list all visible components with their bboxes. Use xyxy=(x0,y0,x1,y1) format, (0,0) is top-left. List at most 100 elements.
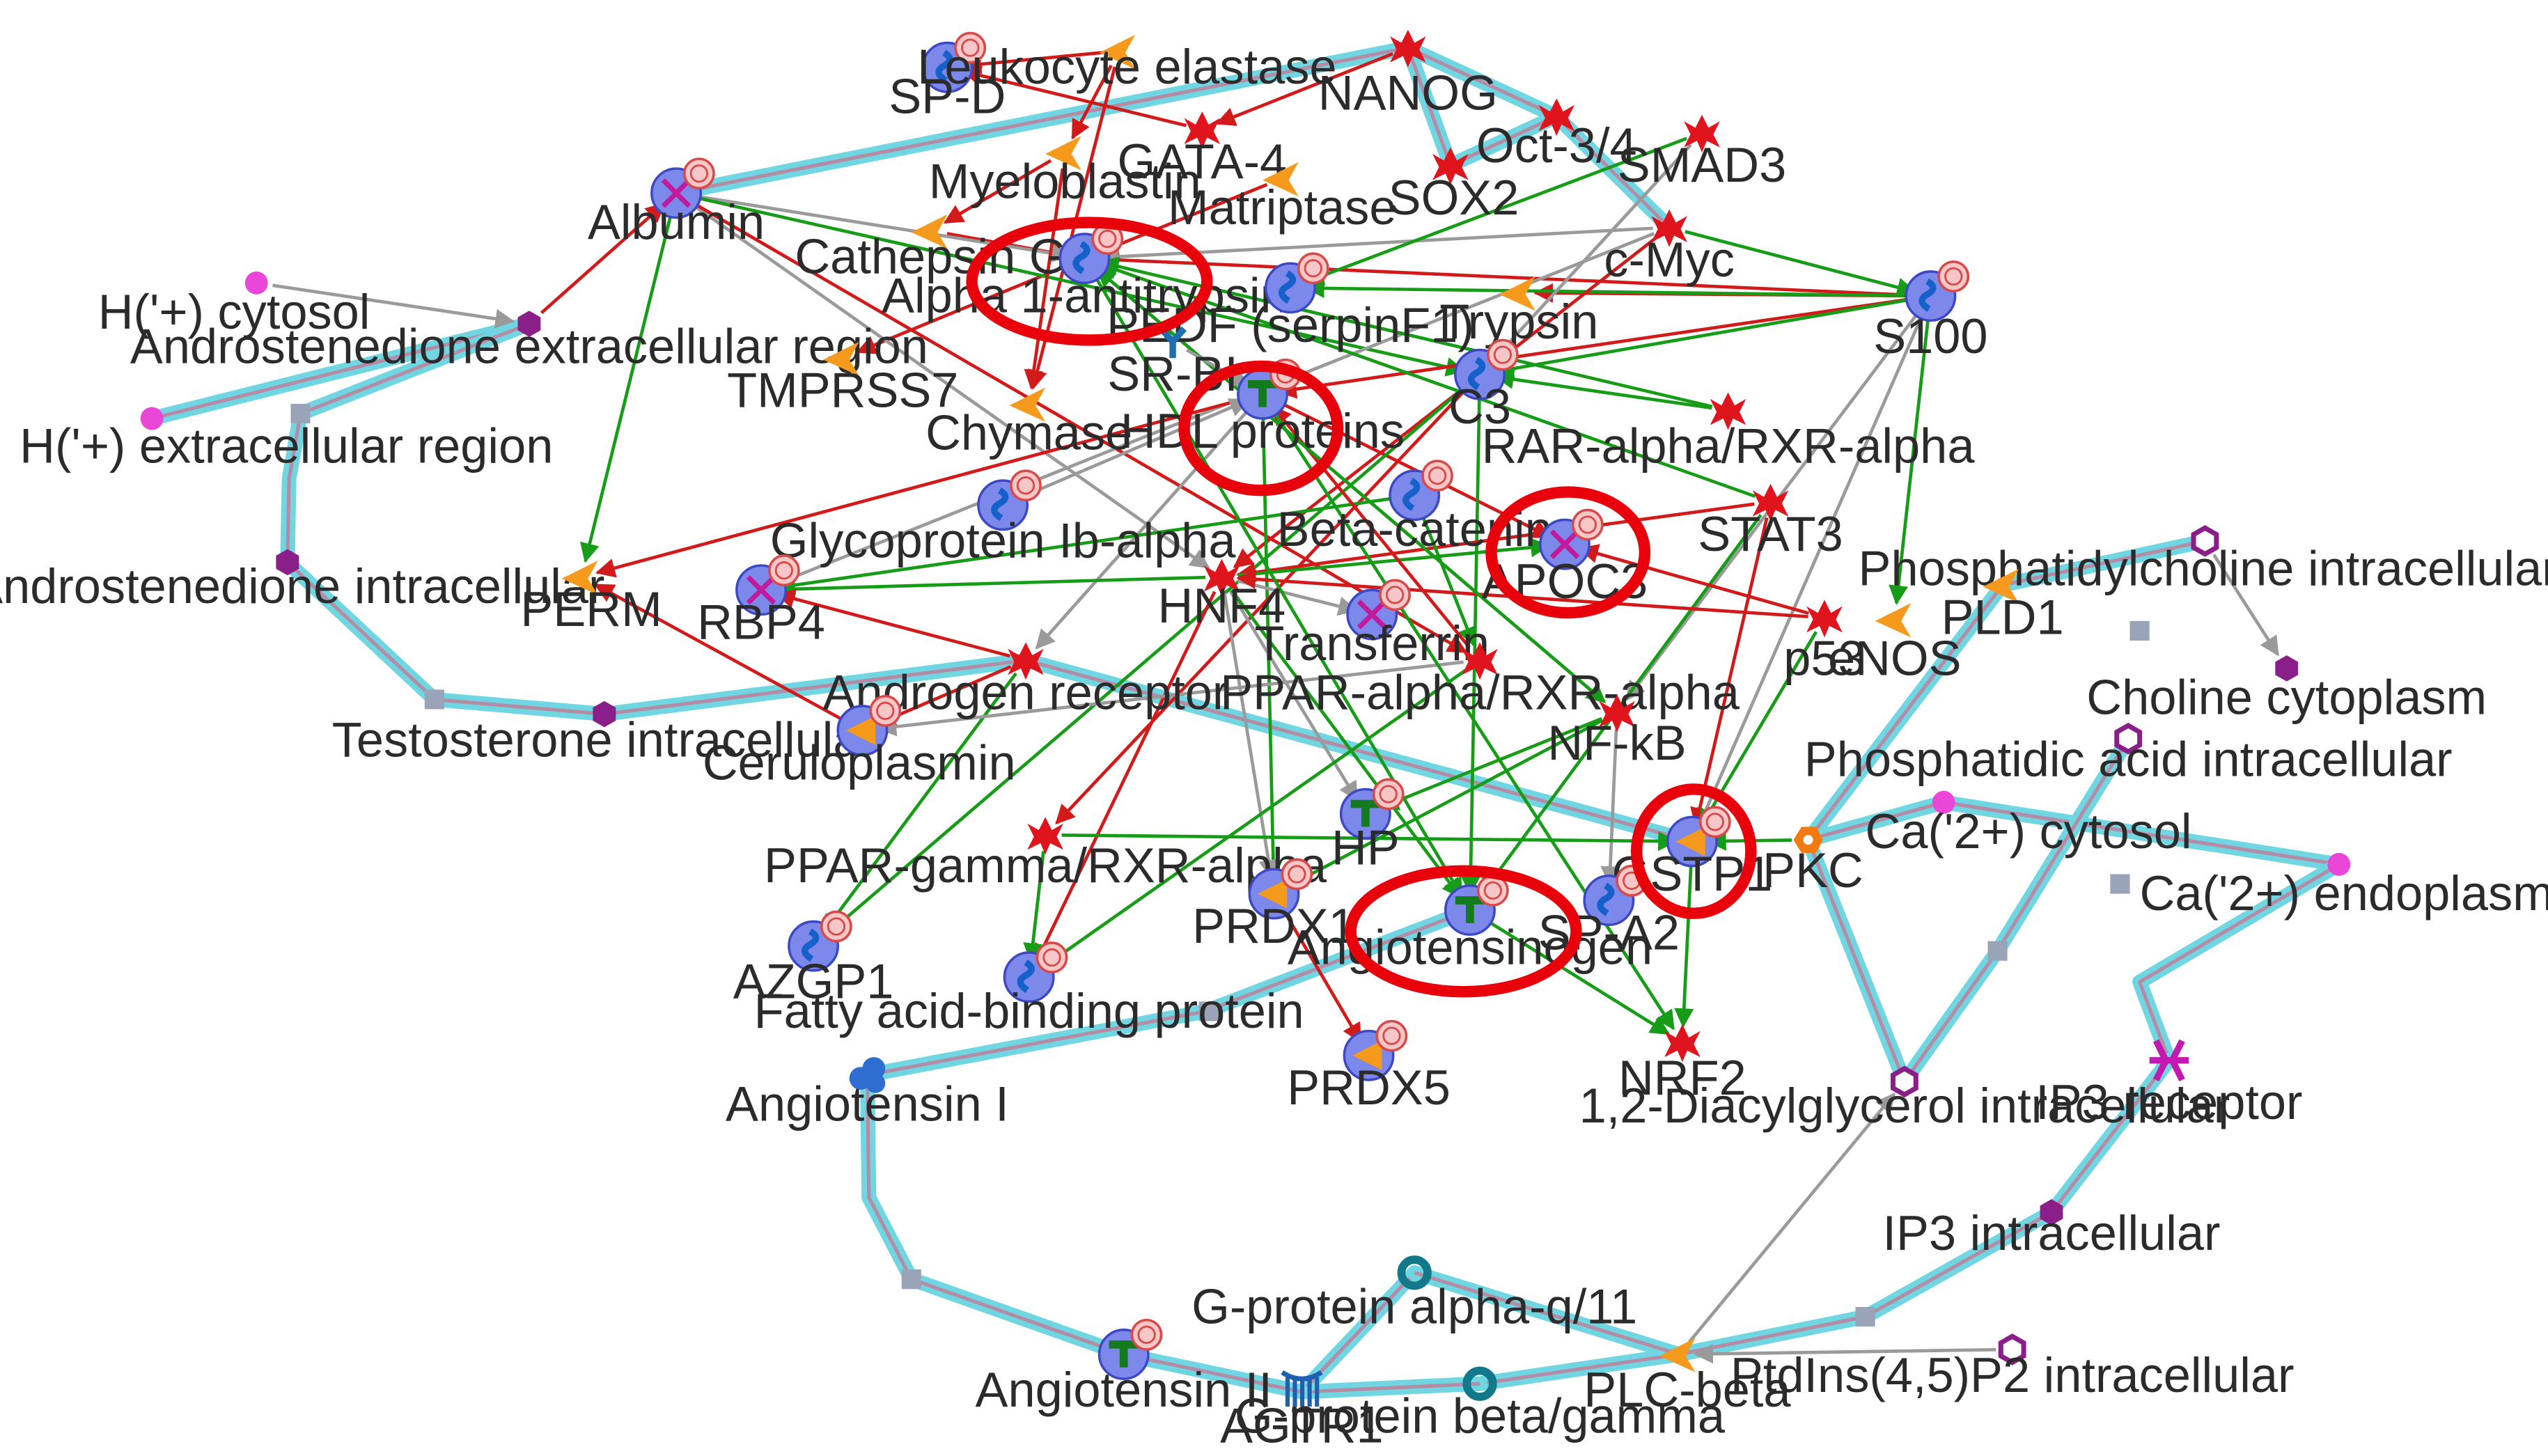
red-edge-s100-hdl xyxy=(1276,297,1915,399)
node-oct[interactable]: Oct-3/4 xyxy=(1476,98,1637,173)
node-agtr1[interactable]: AGTR1 xyxy=(1220,1370,1384,1453)
node-caer[interactable]: Ca('2+) endoplasmic reticulum lumen xyxy=(2140,852,2548,921)
node-nfkb[interactable]: NF-kB xyxy=(1547,694,1687,770)
node-c3[interactable]: C3 xyxy=(1448,338,1519,434)
node-testo[interactable]: Testosterone intracellular xyxy=(332,700,877,767)
node-label-plcb: PLC-beta xyxy=(1584,1362,1791,1417)
node-label-pparrxr: PPAR-alpha/RXR-alpha xyxy=(1220,665,1740,720)
node-cacyt[interactable]: Ca('2+) cytosol xyxy=(1866,790,2192,859)
metabolite-icon xyxy=(517,311,541,337)
marker-badge-ring xyxy=(1379,785,1398,804)
pathway-core-oct-cmyc xyxy=(1555,115,1671,229)
node-chymase[interactable]: Chymase xyxy=(925,387,1132,460)
node-pedf[interactable]: PEDF (serpinF1) xyxy=(1107,252,1474,352)
node-rarrxr[interactable]: RAR-alpha/RXR-alpha xyxy=(1482,392,1976,473)
node-andex[interactable]: Androstenedione extracellular region xyxy=(130,311,928,373)
node-transferrin[interactable]: Transferrin xyxy=(1254,579,1490,671)
node-spd[interactable]: SP-D xyxy=(889,31,1006,123)
node-hnf4[interactable]: HNF4 xyxy=(1158,558,1286,633)
red-edge-c3-pparg xyxy=(1055,385,1470,825)
node-andin[interactable]: Androstenedione intracellular xyxy=(0,549,604,613)
pathway-core-gbg-agtr1 xyxy=(1302,1381,1480,1394)
node-cmyc[interactable]: c-Myc xyxy=(1604,209,1735,287)
generic-binding-icon xyxy=(1350,799,1380,827)
node-label-enos: eNOS xyxy=(1828,630,1962,685)
node-myelo[interactable]: Myeloblastin xyxy=(929,136,1201,208)
metabolite-icon xyxy=(2275,655,2299,682)
node-prdx5[interactable]: PRDX5 xyxy=(1287,1019,1451,1116)
node-gbg[interactable]: G-protein beta/gamma xyxy=(1235,1366,1726,1443)
node-stat3[interactable]: STAT3 xyxy=(1698,483,1843,561)
node-apoc3[interactable]: APOC3 xyxy=(1482,508,1648,609)
node-hcyt[interactable]: H('+) cytosol xyxy=(98,271,370,339)
node-hp[interactable]: HP xyxy=(1331,778,1405,875)
enzyme-icon xyxy=(845,715,876,746)
node-p53[interactable]: p53 xyxy=(1783,600,1866,685)
node-choline[interactable]: Choline cytoplasm xyxy=(2086,655,2487,725)
node-ip3[interactable]: IP3 intracellular xyxy=(1882,1199,2220,1260)
node-matri[interactable]: Matriptase xyxy=(1168,162,1396,235)
ion-icon xyxy=(244,271,268,295)
cross-icon xyxy=(746,575,776,605)
node-trypsin[interactable]: Trypsin xyxy=(1439,276,1598,349)
node-angi[interactable]: Angiotensin I xyxy=(726,1057,1009,1132)
green-edge-pparrxr-fabp xyxy=(1040,668,1468,969)
node-pip2[interactable]: PtdIns(4,5)P2 intracellular xyxy=(1730,1333,2295,1402)
node-s100[interactable]: S100 xyxy=(1873,260,1988,363)
node-rbp4[interactable]: RBP4 xyxy=(697,554,825,650)
green-edge-cmyc-s100 xyxy=(1685,230,1917,297)
marker-badge-ring xyxy=(1304,259,1322,278)
node-dag[interactable]: 1,2-Diacylglycerol intracellular xyxy=(1579,1065,2230,1133)
node-albumin[interactable]: Albumin xyxy=(588,157,765,249)
node-enos[interactable]: eNOS xyxy=(1828,603,1962,685)
red-edge-ar-rbp4 xyxy=(774,589,1010,658)
gpcr-segment xyxy=(1285,1377,1290,1407)
cross-icon xyxy=(1549,529,1580,559)
marker-badge-ring xyxy=(1288,865,1306,884)
node-fabp[interactable]: Fatty acid-binding protein xyxy=(754,941,1304,1038)
node-angii[interactable]: Angiotensin II xyxy=(976,1318,1272,1417)
node-tmprss7[interactable]: TMPRSS7 xyxy=(727,341,958,418)
gpcr-segment xyxy=(1307,1377,1312,1407)
node-ip3r[interactable]: IP3 receptor xyxy=(2035,1039,2302,1130)
node-glyco[interactable]: Glycoprotein Ib-alpha xyxy=(770,469,1237,567)
node-perm[interactable]: PERM xyxy=(520,561,662,636)
node-pkc[interactable]: PKC xyxy=(1763,827,1863,898)
node-pparg[interactable]: PPAR-gamma/RXR-alpha xyxy=(764,817,1327,893)
node-sox2[interactable]: SOX2 xyxy=(1389,147,1519,225)
node-pc[interactable]: Phosphatidylcholine intracellular xyxy=(1859,525,2548,595)
node-hext[interactable]: H('+) extracellular region xyxy=(19,407,553,473)
gpcr-segment xyxy=(1292,1377,1297,1407)
node-label-testo: Testosterone intracellular xyxy=(332,712,877,767)
ion-icon xyxy=(140,407,164,430)
node-cerulo[interactable]: Ceruloplasmin xyxy=(703,695,1016,790)
node-smad3[interactable]: SMAD3 xyxy=(1618,114,1786,192)
node-pparrxr[interactable]: PPAR-alpha/RXR-alpha xyxy=(1220,642,1740,720)
node-a1at[interactable]: Alpha 1-antitrypsin xyxy=(882,223,1288,323)
node-plcb[interactable]: PLC-beta xyxy=(1584,1338,1791,1418)
node-label-choline: Choline cytoplasm xyxy=(2086,670,2487,725)
node-pa[interactable]: Phosphatidic acid intracellular xyxy=(1804,722,2453,787)
node-gaq[interactable]: G-protein alpha-q/11 xyxy=(1191,1255,1637,1333)
pathway-highlight-layer xyxy=(144,40,2347,1400)
node-gata4[interactable]: GATA-4 xyxy=(1117,111,1287,189)
gpcr-segment xyxy=(1315,1377,1320,1407)
green-edge-albumin-c3 xyxy=(691,195,1466,377)
node-prdx1[interactable]: PRDX1 xyxy=(1192,858,1356,953)
node-label-nanog: NANOG xyxy=(1318,65,1498,120)
pathway-core-dag-pkc xyxy=(1806,839,1907,1083)
node-azgp1[interactable]: AZGP1 xyxy=(733,910,894,1009)
node-label-pc: Phosphatidylcholine intracellular xyxy=(1859,540,2548,595)
chain-icon xyxy=(1017,960,1035,993)
enzyme-icon xyxy=(1352,1040,1382,1070)
node-leuk[interactable]: Leukocyte elastase xyxy=(917,34,1337,94)
node-pld1[interactable]: PLD1 xyxy=(1941,568,2064,645)
green-edge-angio-nrf2 xyxy=(1483,917,1671,1035)
node-hdl[interactable]: HDL proteins xyxy=(1120,358,1405,459)
node-nrf2[interactable]: NRF2 xyxy=(1618,1024,1746,1105)
gpcr-icon xyxy=(1281,1370,1323,1381)
metabolite-icon xyxy=(2040,1199,2063,1226)
enzyme-icon xyxy=(1499,276,1535,311)
pathway-junction xyxy=(1198,1001,1219,1021)
node-nanog[interactable]: NANOG xyxy=(1318,29,1498,120)
